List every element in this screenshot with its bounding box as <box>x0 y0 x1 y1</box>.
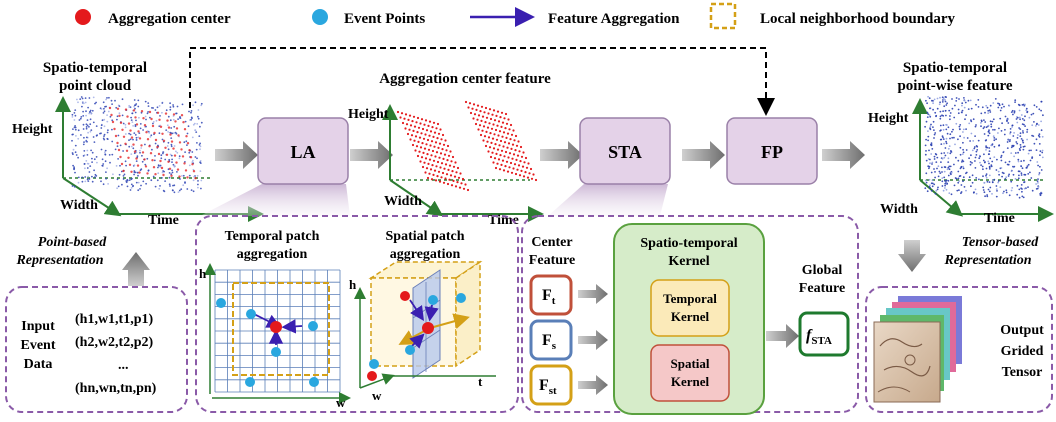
temporal-patch-grid <box>204 263 351 404</box>
temporal-kernel-box <box>650 279 730 337</box>
legend-aggregation-center: Aggregation center <box>108 11 231 27</box>
axis-height-2: Height <box>348 107 389 122</box>
output-box <box>865 286 1053 413</box>
flow-arrow-4 <box>682 141 725 169</box>
fst-box <box>529 364 573 406</box>
temporal-patch-title-2: aggregation <box>237 247 308 262</box>
input-data-box <box>5 286 188 413</box>
ft-arrow <box>578 284 608 304</box>
input-tuple-2: (h2,w2,t2,p2) <box>75 335 154 350</box>
input-tuple-4: (hn,wn,tn,pn) <box>75 381 157 396</box>
legend-dashed-box-icon <box>709 2 737 30</box>
axis-width-2: Width <box>384 194 422 209</box>
agg-center-plot <box>382 100 544 222</box>
axis-w-spatial: w <box>372 388 382 403</box>
up-arrow-icon <box>122 252 150 286</box>
la-label: LA <box>290 142 315 162</box>
la-module[interactable] <box>257 117 349 185</box>
axis-time-3: Time <box>984 211 1015 226</box>
input-label-2: Event <box>21 338 56 353</box>
global-feature-label-1: Global <box>802 263 843 278</box>
spatial-kernel-box <box>650 344 730 402</box>
temporal-kernel-label-2: Kernel <box>671 309 710 324</box>
pointwise-title-2: point-wise feature <box>897 78 1012 94</box>
output-label-3: Tensor <box>1002 365 1043 380</box>
la-funnel <box>200 184 350 216</box>
spatial-patch-title-2: aggregation <box>390 247 461 262</box>
axis-width-1: Width <box>60 198 98 213</box>
center-feature-label-2: Feature <box>529 253 575 268</box>
input-label-1: Input <box>21 319 55 334</box>
point-cloud-title-1: Spatio-temporal <box>43 60 147 76</box>
fp-module[interactable] <box>726 117 818 185</box>
sta-funnel <box>548 184 668 216</box>
legend-feature-aggregation: Feature Aggregation <box>548 11 680 27</box>
axis-h-spatial: h <box>349 277 357 292</box>
global-feature-label-2: Feature <box>799 281 845 296</box>
output-label-1: Output <box>1000 323 1044 338</box>
spatial-kernel-label-2: Kernel <box>671 374 710 389</box>
temporal-patch-title-1: Temporal patch <box>225 229 320 244</box>
sta-detail-panel <box>521 215 859 413</box>
pointwise-title-1: Spatio-temporal <box>903 60 1007 76</box>
flow-arrow-1 <box>215 141 258 169</box>
output-label-2: Grided <box>1001 344 1044 359</box>
sta-module[interactable] <box>579 117 671 185</box>
axis-width-3: Width <box>880 202 918 217</box>
axis-height-3: Height <box>868 111 909 126</box>
legend-event-points: Event Points <box>344 11 425 27</box>
axis-w-temporal: w <box>336 395 346 410</box>
spatial-patch-title-1: Spatial patch <box>386 229 465 244</box>
fs-box <box>529 319 573 361</box>
tensor-based-label-2: Representation <box>943 253 1031 268</box>
flow-arrow-3 <box>540 141 583 169</box>
point-cloud-title-2: point cloud <box>59 78 132 94</box>
skip-connection-arrow <box>189 47 775 116</box>
kernel-out-arrow <box>766 324 799 348</box>
tensor-based-label-1: Tensor-based <box>962 235 1039 250</box>
fp-label: FP <box>761 142 783 162</box>
pointwise-plot <box>912 95 1054 222</box>
axis-h-temporal: h <box>199 266 207 281</box>
legend-local-boundary: Local neighborhood boundary <box>760 11 956 27</box>
point-based-label-1: Point-based <box>38 235 107 250</box>
agg-center-title: Aggregation center feature <box>379 71 551 87</box>
st-kernel-title-2: Kernel <box>668 254 709 269</box>
axis-t-spatial: t <box>478 374 483 389</box>
la-detail-panel <box>195 215 519 413</box>
st-kernel-title-1: Spatio-temporal <box>640 236 737 251</box>
ft-box <box>529 274 573 316</box>
point-based-label-2: Representation <box>15 253 103 268</box>
down-arrow-icon <box>898 240 926 272</box>
flow-arrow-2 <box>350 141 393 169</box>
input-label-3: Data <box>24 357 53 372</box>
fst-arrow <box>578 375 608 395</box>
input-tuple-3: ... <box>118 358 129 373</box>
spatial-patch-cube <box>354 260 496 389</box>
output-tensor-stack <box>873 296 962 403</box>
sta-label: STA <box>608 142 642 162</box>
axis-time-1: Time <box>148 213 179 228</box>
axis-height-1: Height <box>12 122 53 137</box>
center-feature-label-1: Center <box>531 235 572 250</box>
spatial-kernel-label-1: Spatial <box>670 356 709 371</box>
fs-arrow <box>578 330 608 350</box>
input-tuple-1: (h1,w1,t1,p1) <box>75 312 154 327</box>
legend-red-dot <box>75 9 91 25</box>
legend-blue-dot <box>312 9 328 25</box>
flow-arrow-5 <box>822 141 865 169</box>
fsta-box <box>798 311 850 357</box>
temporal-kernel-label-1: Temporal <box>663 291 717 306</box>
